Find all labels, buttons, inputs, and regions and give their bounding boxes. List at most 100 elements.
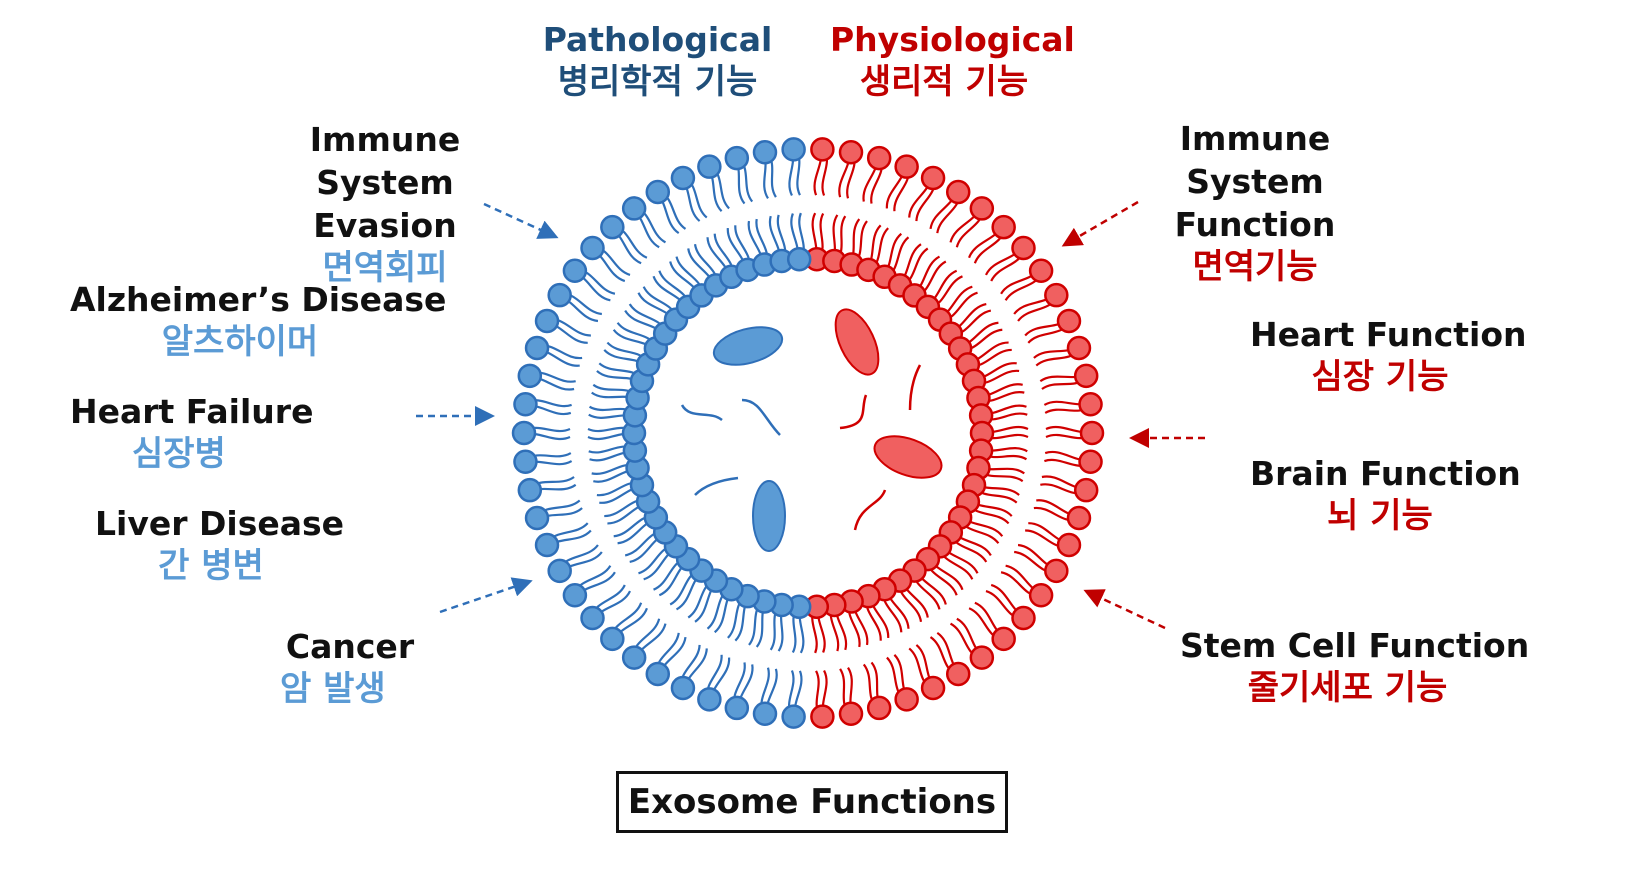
lipid-bilayer	[511, 137, 1105, 729]
physiological-lipid-head	[1078, 449, 1103, 474]
red-cargo-ellipse	[834, 308, 880, 376]
physiological-lipid-head	[810, 137, 835, 162]
pathological-lipid-head	[524, 505, 550, 531]
label-ko: 간 병변	[158, 546, 264, 586]
physiological-lipid-head	[894, 154, 919, 179]
physiological-lipid-head	[969, 196, 995, 221]
pathological-lipid-head	[534, 532, 560, 558]
pathological-header-ko: 병리학적 기능	[557, 62, 758, 102]
pathological-lipid-head	[752, 140, 778, 165]
physiological-lipid-head	[1044, 558, 1069, 584]
pathological-lipid-head	[517, 477, 543, 503]
pathological-lipid-head	[670, 675, 696, 701]
arrow-immune-function	[1061, 200, 1139, 247]
label-ko: 줄기세포 기능	[1247, 668, 1448, 708]
red-cargo-ellipse	[873, 435, 943, 479]
label-liver-disease: Liver Disease 간 병변	[95, 502, 345, 588]
physiological-lipid-head	[1066, 505, 1092, 531]
blue-cargo-ellipse	[752, 480, 786, 552]
label-en: Cancer	[285, 627, 415, 666]
physiological-lipid-head	[1011, 235, 1036, 261]
pathological-lipid-head	[781, 704, 806, 729]
exosome-cargo	[680, 308, 943, 552]
physiological-lipid-head	[1056, 532, 1082, 558]
pathological-lipid-head	[724, 695, 750, 721]
pathological-lipid-head	[513, 449, 538, 474]
label-ko: 암 발생	[280, 669, 386, 709]
label-en: Brain Function	[1250, 454, 1521, 493]
pathological-lipid-head	[621, 196, 647, 221]
pathological-lipid-head	[621, 645, 647, 670]
physiological-lipid-head	[1028, 258, 1054, 284]
physiological-lipid-head	[1066, 335, 1092, 361]
pathological-lipid-head	[724, 145, 750, 171]
physiological-header: Physiological 생리적 기능	[830, 18, 1075, 104]
physiological-lipid-head	[991, 214, 1016, 240]
physiological-lipid-head	[945, 179, 971, 205]
pathological-lipid-head	[562, 582, 588, 608]
physiological-lipid-head	[1078, 392, 1103, 417]
diagram-title: Exosome Functions	[616, 771, 1008, 833]
physiological-lipid-head	[920, 165, 946, 191]
label-heart-failure: Heart Failure 심장병	[70, 390, 314, 476]
blue-cargo-ellipse	[712, 326, 784, 366]
label-immune-function: Immune System Function 면역기능	[1110, 117, 1400, 289]
red-rna-strand	[853, 489, 887, 531]
physiological-lipid-head	[969, 645, 995, 670]
physiological-lipid-head	[866, 145, 892, 171]
label-en: Heart Function	[1250, 315, 1527, 354]
label-en: Stem Cell Function	[1180, 626, 1530, 665]
physiological-lipid-head	[945, 661, 971, 687]
label-ko: 알츠하이머	[161, 322, 319, 362]
label-ko: 심장 기능	[1311, 357, 1449, 397]
physiological-lipid-head	[1056, 308, 1082, 334]
physiological-lipid-head	[1011, 605, 1036, 631]
label-ko: 면역회피	[322, 248, 448, 288]
physiological-lipid-head	[866, 695, 892, 721]
pathological-lipid-head	[580, 235, 605, 261]
physiological-lipid-head	[1079, 420, 1105, 446]
physiological-header-ko: 생리적 기능	[859, 62, 1029, 102]
physiological-lipid-head	[838, 701, 864, 726]
pathological-lipid-head	[600, 214, 625, 240]
pathological-lipid-head	[562, 258, 588, 284]
label-en: Immune System Function	[1174, 119, 1336, 244]
label-heart-function: Heart Function 심장 기능	[1250, 313, 1527, 399]
pathological-lipid-head	[524, 335, 550, 361]
label-en: Alzheimer’s Disease	[70, 280, 447, 319]
label-alzheimers: Alzheimer’s Disease 알츠하이머	[70, 278, 447, 364]
pathological-lipid-head	[645, 179, 671, 205]
physiological-lipid-head	[810, 704, 835, 729]
pathological-lipid-head	[517, 363, 543, 389]
pathological-lipid-head	[534, 308, 560, 334]
pathological-lipid-head	[580, 605, 605, 631]
label-en: Liver Disease	[95, 504, 345, 543]
label-en: Heart Failure	[70, 392, 314, 431]
label-brain-function: Brain Function 뇌 기능	[1250, 452, 1521, 538]
arrow-immune-evasion	[483, 202, 559, 239]
pathological-header: Pathological 병리학적 기능	[540, 18, 775, 104]
physiological-lipid-head	[838, 140, 864, 165]
blue-rna-strand	[741, 398, 781, 436]
label-ko: 면역기능	[1192, 247, 1318, 287]
label-stem-cell-function: Stem Cell Function 줄기세포 기능	[1180, 624, 1530, 710]
red-rna-strand	[908, 364, 922, 411]
pathological-lipid-head	[786, 246, 812, 272]
pathological-lipid-head	[752, 701, 778, 726]
pathological-lipid-head	[511, 420, 537, 446]
label-cancer: Cancer 암 발생	[280, 625, 420, 711]
label-ko: 뇌 기능	[1327, 496, 1433, 536]
pathological-lipid-head	[697, 154, 722, 179]
pathological-lipid-head	[670, 165, 696, 191]
physiological-lipid-head	[991, 626, 1016, 652]
physiological-lipid-head	[894, 687, 919, 712]
pathological-lipid-head	[781, 137, 806, 162]
pathological-lipid-head	[513, 392, 538, 417]
physiological-lipid-head	[1044, 282, 1069, 308]
pathological-lipid-head	[547, 282, 572, 308]
label-immune-evasion: Immune System Evasion 면역회피	[240, 118, 530, 290]
blue-rna-strand	[694, 476, 739, 496]
physiological-lipid-head	[1073, 363, 1099, 389]
pathological-lipid-head	[600, 626, 625, 652]
